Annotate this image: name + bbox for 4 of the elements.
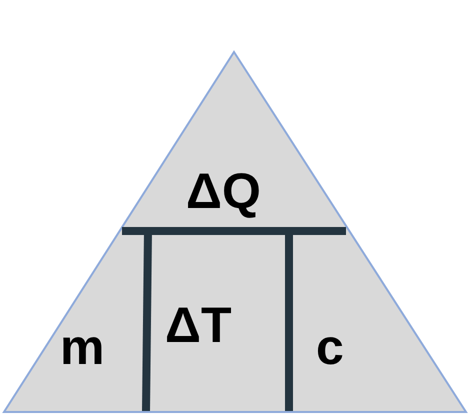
- quantity-label: m: [60, 322, 104, 372]
- quantity-label: ΔQ: [186, 166, 261, 216]
- quantity-label: c: [316, 322, 344, 372]
- quantity-label: ΔT: [165, 300, 232, 350]
